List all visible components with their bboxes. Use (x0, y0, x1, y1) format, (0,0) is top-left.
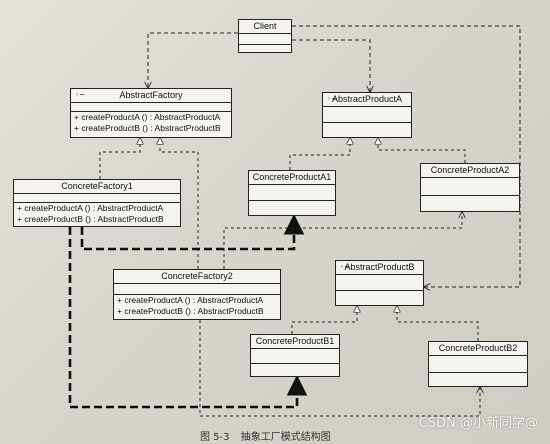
operation-text: + createProductB () : AbstractProductB (74, 123, 221, 133)
interface-icon: ◦~ (75, 91, 85, 99)
abstract-product-a-class-name: ◦~ AbstractProductA (323, 93, 411, 107)
concrete-product-a1-attributes-section (249, 185, 335, 201)
concrete-product-b1-attributes-section (251, 349, 339, 364)
client-to-product-a-line (292, 39, 370, 92)
factory1-creates-b1-line (68, 227, 308, 409)
operation-text: + createProductA () : AbstractProductA (117, 295, 264, 305)
concrete-product-b2-class-name: ConcreteProductB2 (429, 342, 527, 356)
abstract-product-a-attributes-section (323, 107, 411, 123)
concrete-product-b2-attributes-section (429, 356, 527, 373)
concrete-product-a2-attributes-section (421, 178, 519, 196)
factory1-creates-a1-line (80, 213, 305, 251)
operation-text: + createProductA () : AbstractProductA (17, 203, 164, 213)
concrete-product-a2-class-box: ConcreteProductA2 (420, 163, 520, 212)
client-class-box: Client (238, 19, 292, 53)
factory1-realization-line (99, 138, 140, 179)
abstract-factory-name-text: AbstractFactory (119, 90, 183, 100)
factory2-realization-line (160, 138, 199, 269)
operation-text: + createProductB () : AbstractProductB (117, 306, 264, 316)
client-to-product-b-line (292, 25, 521, 287)
client-operations-section (239, 45, 291, 54)
concrete-product-a1-class-name: ConcreteProductA1 (249, 171, 335, 185)
abstract-product-b-class-name: ◦~ AbstractProductB (336, 261, 423, 275)
product-a2-inheritance-line (378, 138, 466, 163)
operation-text: + createProductA () : AbstractProductA (74, 112, 221, 122)
concrete-product-a1-class-box: ConcreteProductA1 (248, 170, 336, 216)
abstract-factory-operations-section: + createProductA () : AbstractProductA +… (71, 112, 231, 134)
concrete-product-b1-class-name: ConcreteProductB1 (251, 335, 339, 349)
operation-text: + createProductB () : AbstractProductB (17, 214, 164, 224)
client-attributes-section (239, 34, 291, 45)
figure-number: 图 5-3 (200, 432, 230, 443)
product-b2-inheritance-line (397, 306, 479, 341)
concrete-factory1-class-name: ConcreteFactory1 (14, 180, 180, 194)
interface-icon: ◦~ (327, 95, 337, 103)
figure-title: 抽象工厂模式结构图 (240, 432, 331, 443)
abstract-factory-class-box: ◦~ AbstractFactory + createProductA () :… (70, 88, 232, 138)
watermark: CSDN @小新同学@ (418, 416, 538, 431)
concrete-factory2-class-name: ConcreteFactory2 (114, 270, 280, 284)
abstract-product-b-class-box: ◦~ AbstractProductB (335, 260, 424, 306)
client-class-name: Client (239, 20, 291, 34)
concrete-factory1-class-box: ConcreteFactory1 + createProductA () : A… (13, 179, 181, 227)
concrete-factory2-class-box: ConcreteFactory2 + createProductA () : A… (113, 269, 281, 320)
product-b1-inheritance-line (291, 306, 357, 334)
product-a1-inheritance-line (289, 138, 350, 170)
concrete-product-b1-class-box: ConcreteProductB1 (250, 334, 340, 377)
client-to-abstract-factory-line (148, 32, 238, 88)
concrete-factory1-attributes-section (14, 194, 180, 203)
abstract-product-a-name-text: AbstractProductA (331, 94, 403, 104)
interface-icon: ◦~ (340, 263, 350, 271)
factory2-creates-a2-line (223, 212, 462, 269)
concrete-factory2-operations-section: + createProductA () : AbstractProductA +… (114, 295, 280, 317)
concrete-factory2-attributes-section (114, 284, 280, 295)
abstract-factory-class-name: ◦~ AbstractFactory (71, 89, 231, 103)
abstract-product-a-class-box: ◦~ AbstractProductA (322, 92, 412, 138)
concrete-factory1-operations-section: + createProductA () : AbstractProductA +… (14, 203, 180, 225)
concrete-product-a2-class-name: ConcreteProductA2 (421, 164, 519, 178)
abstract-factory-attributes-section (71, 103, 231, 112)
factory2-creates-b2-line (199, 320, 480, 417)
concrete-product-b2-class-box: ConcreteProductB2 (428, 341, 528, 387)
figure-caption: 图 5-3 抽象工厂模式结构图 (200, 428, 339, 443)
abstract-product-b-attributes-section (336, 275, 423, 291)
abstract-product-b-name-text: AbstractProductB (344, 262, 415, 272)
